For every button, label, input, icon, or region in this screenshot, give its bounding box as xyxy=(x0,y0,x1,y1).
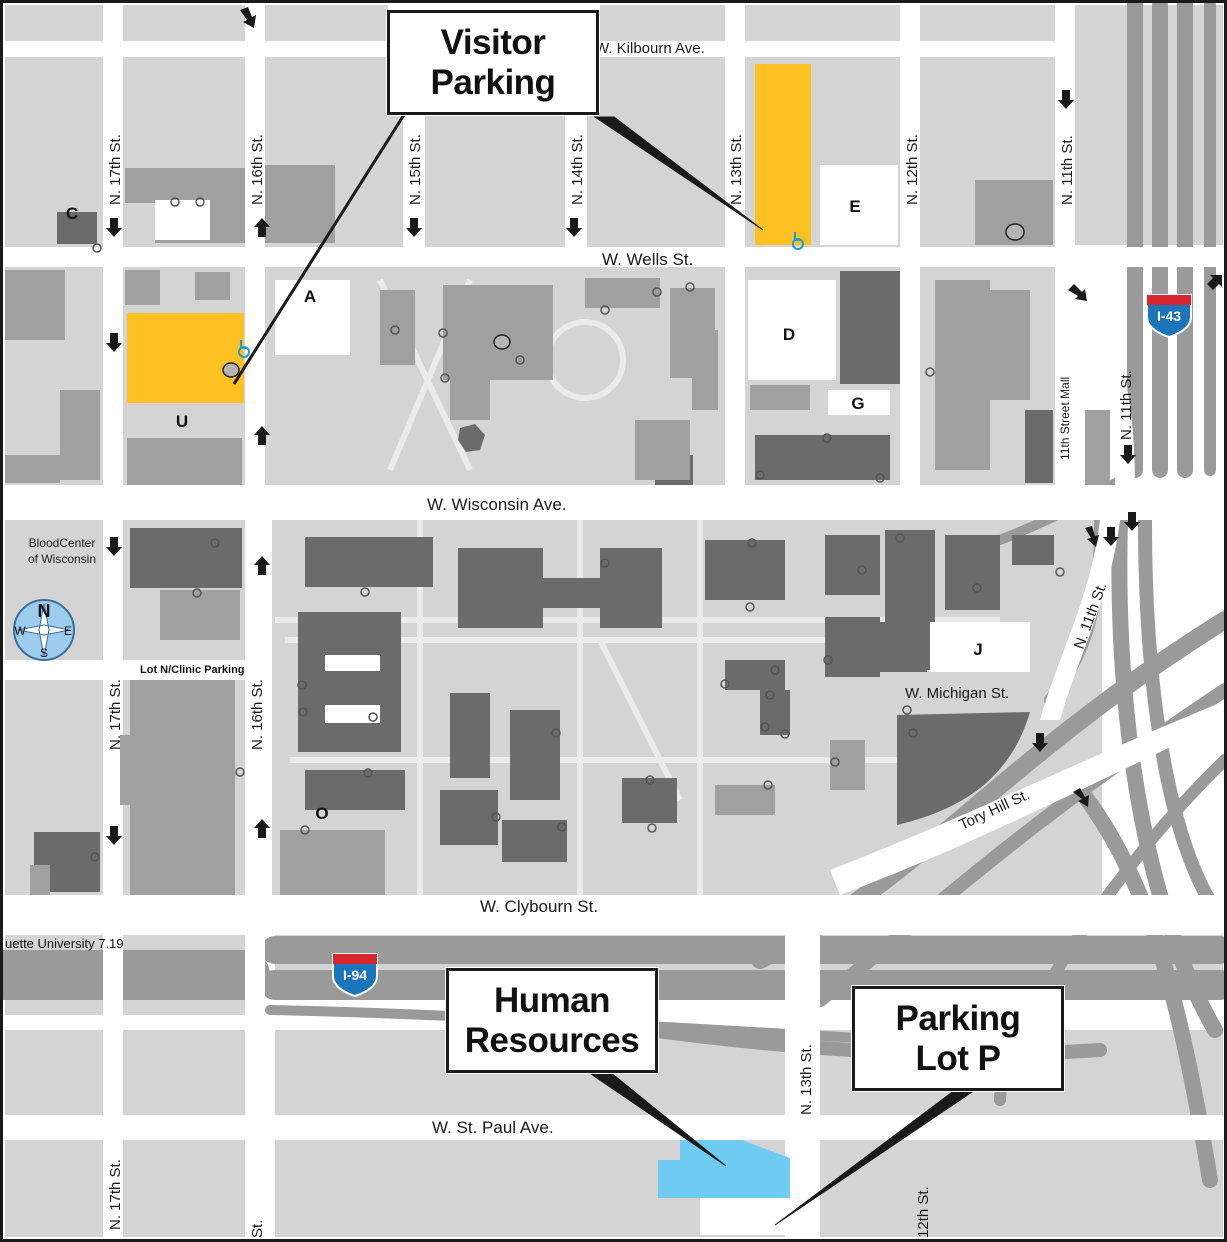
info-markers xyxy=(222,223,1025,378)
n-11th-south-road xyxy=(1040,520,1120,720)
i-43-label: I-43 xyxy=(1157,308,1181,324)
street-11th-north: N. 11th St. xyxy=(1059,135,1076,205)
blood-center-label-2: of Wisconsin xyxy=(28,552,96,566)
arrow-down-icon xyxy=(106,537,122,556)
street-wisconsin: W. Wisconsin Ave. xyxy=(427,495,567,514)
arrow-up-icon xyxy=(254,426,270,445)
arrow-down-icon xyxy=(1068,284,1087,301)
i-94-shield: I-94 xyxy=(332,953,378,998)
blood-center-label-1: BloodCenter xyxy=(29,536,96,550)
street-wells: W. Wells St. xyxy=(602,250,693,269)
street-11th-mall: 11th Street Mall xyxy=(1058,377,1072,460)
i-43-shield: I-43 xyxy=(1146,294,1192,339)
arrow-up-icon xyxy=(254,218,270,237)
accessible-parking-icons xyxy=(238,232,804,358)
arrow-down-icon xyxy=(106,218,122,237)
arrow-down-icon xyxy=(566,218,582,237)
one-way-arrows xyxy=(106,7,1222,845)
accessible-icon xyxy=(794,232,801,241)
copyright-label: uette University 7.19 xyxy=(5,936,124,951)
arrow-down-icon xyxy=(1032,733,1048,752)
i-94-label: I-94 xyxy=(343,967,367,983)
compass-n: N xyxy=(38,601,51,621)
arrow-down-icon xyxy=(1124,512,1140,531)
lot-g-label: G xyxy=(851,394,864,413)
tory-hill-road xyxy=(830,700,1227,895)
buildings-dark xyxy=(34,212,1054,892)
compass-s: S xyxy=(40,646,48,660)
street-st-paul: W. St. Paul Ave. xyxy=(432,1118,554,1137)
arrow-down-icon xyxy=(1073,788,1089,807)
other-accessible-icons xyxy=(90,197,1065,862)
arrow-up-icon xyxy=(1207,275,1222,290)
arrow-down-icon xyxy=(106,826,122,845)
arrow-down-icon xyxy=(1120,445,1136,464)
visitor-parking-lot-west xyxy=(127,313,244,403)
street-kilbourn: W. Kilbourn Ave. xyxy=(595,40,705,57)
street-16th-mid: N. 16th St. xyxy=(249,679,266,750)
visitor-parking-line2: Parking xyxy=(430,62,556,102)
human-resources-building xyxy=(658,1140,790,1198)
arrow-down-icon xyxy=(1085,526,1099,547)
street-17th-mid: N. 17th St. xyxy=(107,679,124,750)
arrow-up-icon xyxy=(254,556,270,575)
courtyard xyxy=(325,705,380,723)
lot-labels: C A D E G J O U xyxy=(66,197,983,823)
arrow-up-icon xyxy=(254,819,270,838)
parking-lot-p-line2: Lot P xyxy=(915,1038,1001,1078)
street-13th-north: N. 13th St. xyxy=(728,134,745,205)
street-16th-south: St. xyxy=(249,1220,266,1238)
callout-leaders xyxy=(232,109,977,1226)
accessible-icon xyxy=(240,340,247,349)
compass-w: W xyxy=(14,624,26,638)
highway-ramps xyxy=(0,0,1227,1188)
n-11th-ramp-road xyxy=(1060,255,1135,485)
lot-u-label: U xyxy=(176,412,188,431)
visitor-parking-callout[interactable]: Visitor Parking xyxy=(387,10,599,115)
arrow-up-icon xyxy=(240,7,256,28)
lot-d-label: D xyxy=(783,325,795,344)
lot-c-label: C xyxy=(66,204,78,223)
street-clybourn: W. Clybourn St. xyxy=(480,897,598,916)
street-14th: N. 14th St. xyxy=(569,134,586,205)
human-resources-line1: Human xyxy=(493,980,611,1020)
compass: N S E W xyxy=(13,599,75,661)
human-resources-line2: Resources xyxy=(464,1020,640,1060)
arrow-down-icon xyxy=(106,333,122,352)
lot-o-label: O xyxy=(315,804,328,823)
street-16th-north: N. 16th St. xyxy=(249,134,266,205)
lot-j-label: J xyxy=(973,640,982,659)
parking-lot-p-callout[interactable]: Parking Lot P xyxy=(852,986,1064,1091)
street-michigan: W. Michigan St. xyxy=(905,685,1009,702)
arrow-down-icon xyxy=(406,218,422,237)
arrow-down-icon xyxy=(1103,527,1119,546)
buildings-mid xyxy=(5,165,1110,895)
street-17th-north: N. 17th St. xyxy=(107,134,124,205)
street-11th-ramp: N. 11th St. xyxy=(1118,370,1135,440)
street-17th-south: N. 17th St. xyxy=(107,1159,124,1230)
arrow-down-icon xyxy=(1058,90,1074,109)
street-15th: N. 15th St. xyxy=(407,134,424,205)
visitor-parking-lot-north xyxy=(755,64,811,245)
courtyard xyxy=(325,655,380,671)
visitor-parking-line1: Visitor xyxy=(440,22,546,62)
lot-a-label: A xyxy=(304,287,316,306)
human-resources-callout[interactable]: Human Resources xyxy=(446,968,658,1073)
street-12th-south: 12th St. xyxy=(915,1186,932,1238)
place-labels: BloodCenter of Wisconsin Lot N/Clinic Pa… xyxy=(5,533,245,951)
compass-e: E xyxy=(64,624,72,638)
street-12th: N. 12th St. xyxy=(904,134,921,205)
lot-n-label: Lot N/Clinic Parking xyxy=(140,664,245,676)
lot-e-label: E xyxy=(849,197,860,216)
parking-lot-p-line1: Parking xyxy=(895,998,1021,1038)
street-13th-south: N. 13th St. xyxy=(798,1044,815,1115)
